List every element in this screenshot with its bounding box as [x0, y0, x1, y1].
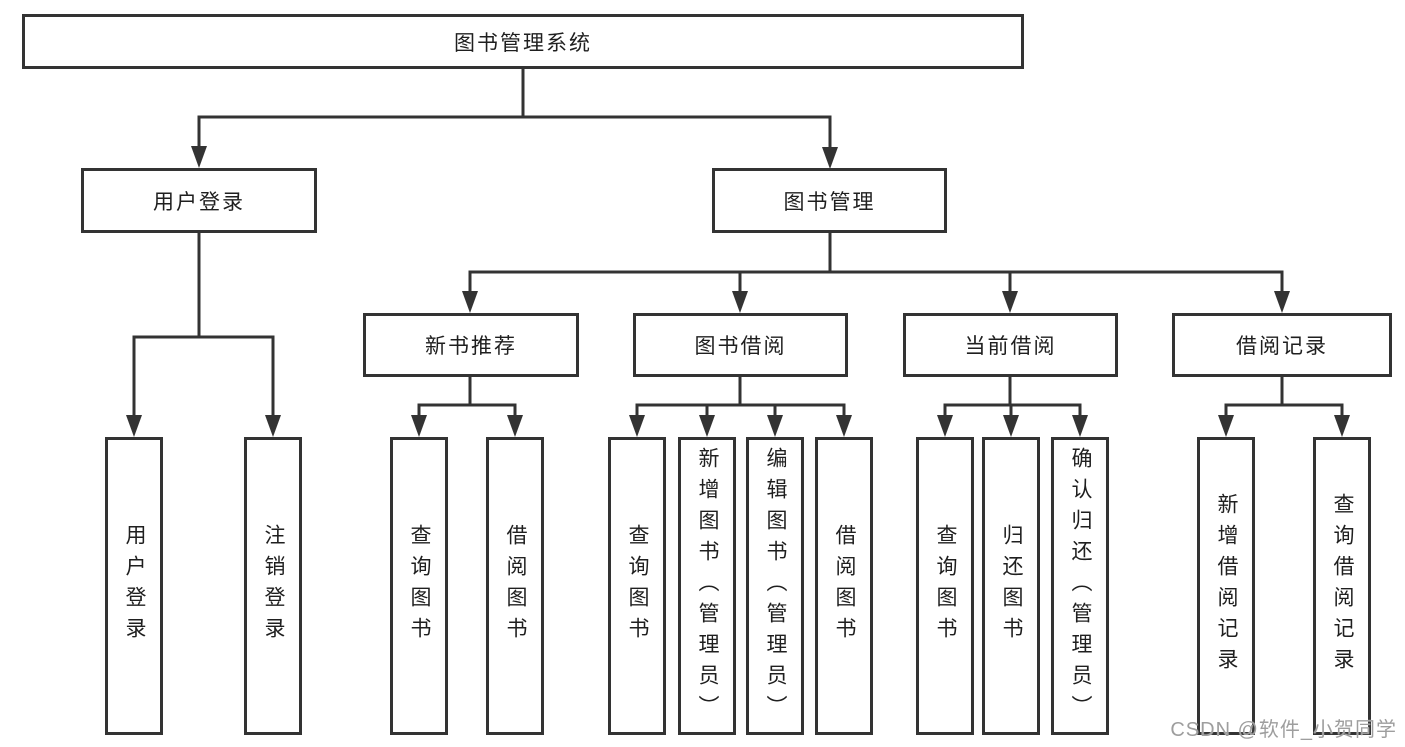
arrowhead — [462, 291, 478, 313]
leaf-query-books-recommend-label: 查询图书 — [408, 524, 431, 648]
leaf-return-book: 归还图书 — [982, 437, 1040, 735]
arrowhead — [1072, 415, 1088, 437]
leaf-return-book-label: 归还图书 — [1000, 524, 1023, 648]
leaf-query-books-borrow-label: 查询图书 — [626, 524, 649, 648]
arrowhead — [732, 291, 748, 313]
node-book-borrowing: 图书借阅 — [633, 313, 848, 377]
node-book-management: 图书管理 — [712, 168, 947, 233]
leaf-query-borrow-record: 查询借阅记录 — [1313, 437, 1371, 735]
leaf-edit-book-admin-label: 编辑图书（管理员） — [764, 446, 787, 726]
arrowhead — [191, 146, 207, 168]
arrowhead — [265, 415, 281, 437]
leaf-borrow-books-recommend: 借阅图书 — [486, 437, 544, 735]
leaf-query-books-recommend: 查询图书 — [390, 437, 448, 735]
leaf-borrow-books: 借阅图书 — [815, 437, 873, 735]
leaf-borrow-books-recommend-label: 借阅图书 — [504, 524, 527, 648]
arrowhead — [1218, 415, 1234, 437]
node-book-management-label: 图书管理 — [783, 190, 876, 214]
node-library-system: 图书管理系统 — [22, 14, 1024, 69]
arrowhead — [937, 415, 953, 437]
arrowhead — [629, 415, 645, 437]
arrowhead — [507, 415, 523, 437]
arrowhead — [1334, 415, 1350, 437]
leaf-confirm-return-admin-label: 确认归还（管理员） — [1069, 446, 1092, 726]
leaf-logout-label: 注销登录 — [262, 524, 285, 648]
node-new-book-recommend: 新书推荐 — [363, 313, 579, 377]
leaf-query-borrow-record-label: 查询借阅记录 — [1331, 493, 1354, 679]
arrowhead — [411, 415, 427, 437]
arrowhead — [822, 147, 838, 169]
arrowhead — [1003, 415, 1019, 437]
node-user-login-label: 用户登录 — [153, 190, 245, 214]
arrowhead — [126, 415, 142, 437]
node-library-system-label: 图书管理系统 — [454, 31, 592, 55]
node-book-borrowing-label: 图书借阅 — [694, 335, 787, 358]
leaf-edit-book-admin: 编辑图书（管理员） — [746, 437, 804, 735]
leaf-user-login: 用户登录 — [105, 437, 163, 735]
node-current-borrowing-label: 当前借阅 — [964, 335, 1057, 358]
leaf-add-book-admin-label: 新增图书（管理员） — [696, 446, 719, 726]
leaf-borrow-books-label: 借阅图书 — [833, 524, 856, 648]
leaf-confirm-return-admin: 确认归还（管理员） — [1051, 437, 1109, 735]
leaf-query-books-current: 查询图书 — [916, 437, 974, 735]
arrowhead — [1274, 291, 1290, 313]
node-borrowing-records: 借阅记录 — [1172, 313, 1392, 377]
leaf-query-books-current-label: 查询图书 — [934, 524, 957, 648]
node-borrowing-records-label: 借阅记录 — [1236, 335, 1328, 358]
node-current-borrowing: 当前借阅 — [903, 313, 1118, 377]
leaf-user-login-label: 用户登录 — [123, 524, 146, 648]
arrowhead — [1002, 291, 1018, 313]
csdn-watermark: CSDN @软件_小贺同学 — [1170, 719, 1397, 741]
node-user-login: 用户登录 — [81, 168, 317, 233]
leaf-add-borrow-record: 新增借阅记录 — [1197, 437, 1255, 735]
node-new-book-recommend-label: 新书推荐 — [425, 335, 517, 358]
leaf-logout: 注销登录 — [244, 437, 302, 735]
leaf-add-book-admin: 新增图书（管理员） — [678, 437, 736, 735]
arrowhead — [767, 415, 783, 437]
leaf-query-books-borrow: 查询图书 — [608, 437, 666, 735]
arrowhead — [699, 415, 715, 437]
arrowhead — [836, 415, 852, 437]
leaf-add-borrow-record-label: 新增借阅记录 — [1215, 493, 1238, 679]
